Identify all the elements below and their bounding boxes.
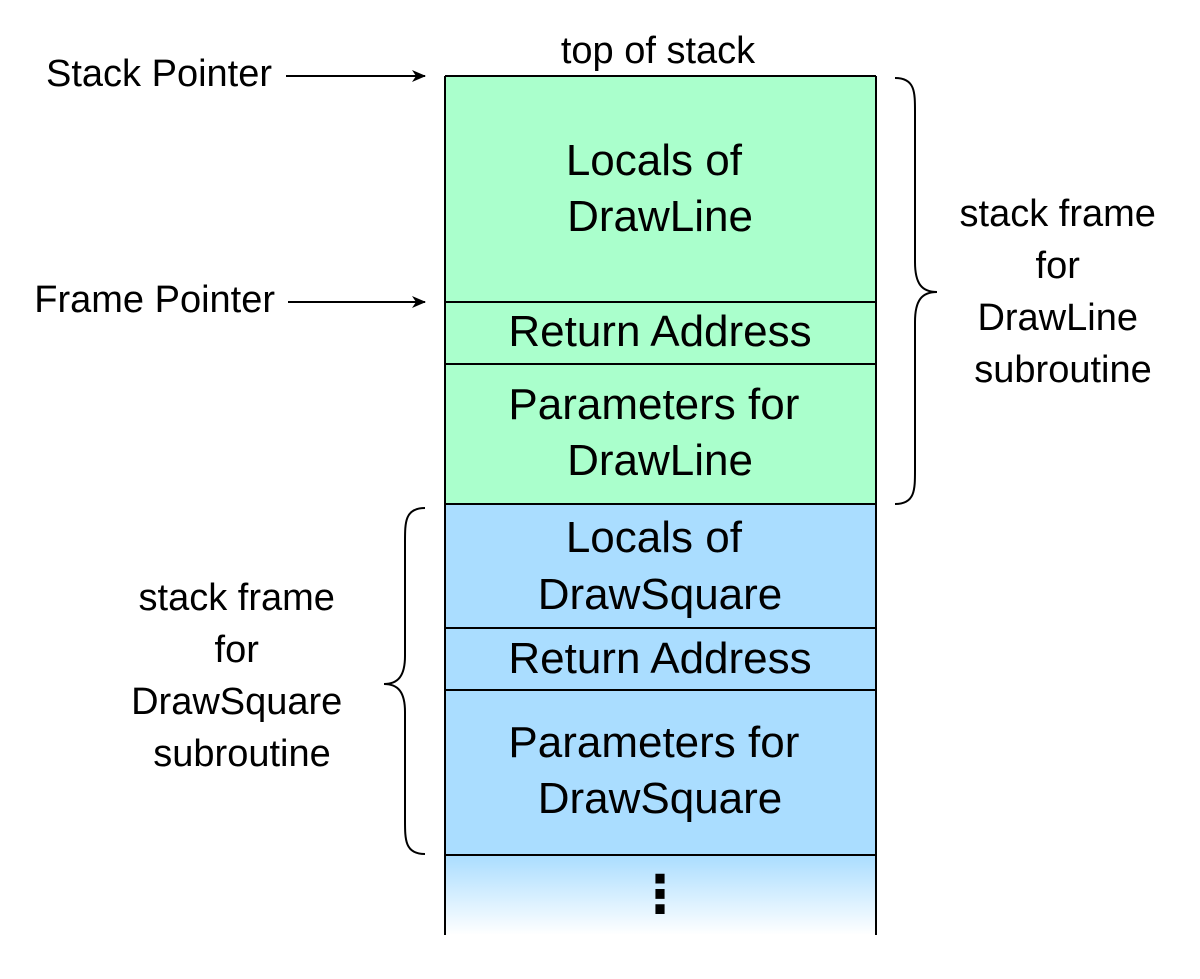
drawsquare-frame-label-line3: DrawSquare [131, 681, 342, 723]
cell-return-address-drawline-text: Return Address [508, 307, 811, 356]
params-drawsquare-line1: Parameters for [508, 718, 799, 767]
cell-return-address-drawsquare [445, 628, 876, 690]
cell-continuation [445, 855, 876, 935]
cell-locals-drawsquare-text: Locals of DrawSquare [538, 513, 783, 619]
cell-locals-drawsquare [445, 504, 876, 628]
cell-params-drawline [445, 364, 876, 504]
drawline-frame-label-line2: for [1036, 245, 1081, 287]
drawsquare-frame-label-line4: subroutine [153, 733, 330, 775]
cell-params-drawline-text: Parameters for DrawLine [508, 380, 811, 485]
drawline-frame-brace [894, 77, 938, 505]
locals-drawline-line1: Locals of [566, 136, 743, 185]
cell-params-drawsquare [445, 690, 876, 855]
stack-outline [444, 75, 877, 935]
drawline-frame-label-line4: subroutine [974, 349, 1151, 391]
drawline-frame-label: stack frame for DrawLine subroutine [960, 193, 1167, 391]
frame-pointer-label: Frame Pointer [34, 279, 275, 321]
cell-locals-drawline [445, 76, 876, 302]
params-drawsquare-line2: DrawSquare [538, 774, 783, 823]
drawsquare-frame-label-line2: for [215, 629, 260, 671]
locals-drawline-line2: DrawLine [567, 192, 753, 241]
cell-params-drawsquare-text: Parameters for DrawSquare [508, 718, 811, 823]
cell-return-address-drawsquare-text: Return Address [508, 634, 811, 683]
stack-pointer-label: Stack Pointer [46, 53, 272, 95]
locals-drawsquare-line1: Locals of [566, 513, 743, 562]
drawsquare-frame-brace [383, 507, 426, 855]
drawline-frame-label-line1: stack frame [960, 193, 1156, 235]
params-drawline-line1: Parameters for [508, 380, 799, 429]
drawsquare-frame-label: stack frame for DrawSquare subroutine [131, 577, 353, 775]
continuation-ellipsis: ⋮ [634, 866, 686, 924]
locals-drawsquare-line2: DrawSquare [538, 570, 783, 619]
drawsquare-frame-label-line1: stack frame [139, 577, 335, 619]
cell-return-address-drawline [445, 302, 876, 364]
params-drawline-line2: DrawLine [567, 436, 753, 485]
top-of-stack-label: top of stack [561, 30, 756, 72]
cell-locals-drawline-text: Locals of DrawLine [566, 136, 754, 241]
drawline-frame-label-line3: DrawLine [977, 297, 1138, 339]
